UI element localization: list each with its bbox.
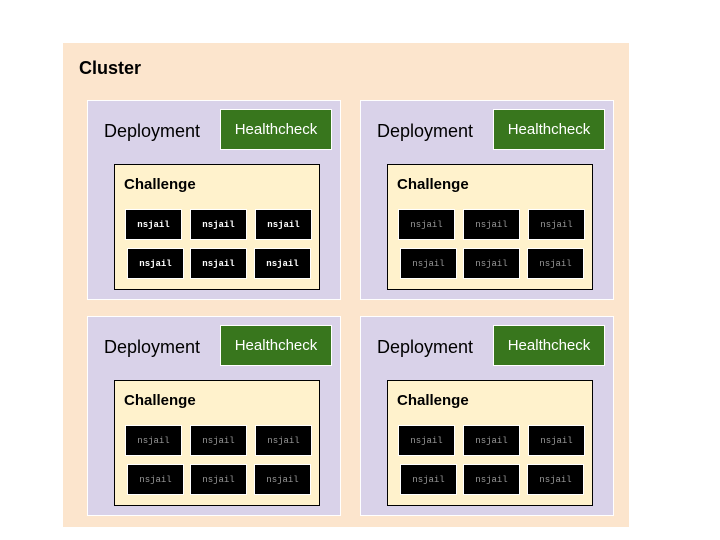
cluster-title: Cluster bbox=[79, 58, 142, 78]
nsjail-box: nsjail bbox=[528, 425, 585, 456]
nsjail-box: nsjail bbox=[400, 248, 457, 279]
deployment-box: Deployment Healthcheck Challenge nsjail … bbox=[87, 316, 341, 516]
nsjail-box: nsjail bbox=[127, 248, 184, 279]
nsjail-box: nsjail bbox=[463, 464, 520, 495]
challenge-box: Challenge nsjail nsjail nsjail nsjail ns… bbox=[387, 380, 593, 506]
nsjail-box: nsjail bbox=[254, 464, 311, 495]
nsjail-box: nsjail bbox=[527, 248, 584, 279]
challenge-label: Challenge bbox=[397, 392, 469, 409]
deployment-label: Deployment bbox=[104, 121, 201, 141]
challenge-label: Challenge bbox=[124, 176, 196, 193]
healthcheck-box: Healthcheck bbox=[220, 325, 332, 366]
nsjail-box: nsjail bbox=[463, 209, 520, 240]
deployment-box: Deployment Healthcheck Challenge nsjail … bbox=[87, 100, 341, 300]
challenge-box: Challenge nsjail nsjail nsjail nsjail ns… bbox=[387, 164, 593, 290]
healthcheck-box: Healthcheck bbox=[220, 109, 332, 150]
nsjail-box: nsjail bbox=[398, 209, 455, 240]
nsjail-box: nsjail bbox=[400, 464, 457, 495]
nsjail-box: nsjail bbox=[398, 425, 455, 456]
nsjail-box: nsjail bbox=[463, 248, 520, 279]
nsjail-box: nsjail bbox=[190, 425, 247, 456]
nsjail-box: nsjail bbox=[527, 464, 584, 495]
healthcheck-box: Healthcheck bbox=[493, 109, 605, 150]
healthcheck-box: Healthcheck bbox=[493, 325, 605, 366]
nsjail-box: nsjail bbox=[528, 209, 585, 240]
nsjail-box: nsjail bbox=[254, 248, 311, 279]
nsjail-box: nsjail bbox=[127, 464, 184, 495]
nsjail-box: nsjail bbox=[255, 425, 312, 456]
challenge-label: Challenge bbox=[124, 392, 196, 409]
challenge-box: Challenge nsjail nsjail nsjail nsjail ns… bbox=[114, 380, 320, 506]
nsjail-box: nsjail bbox=[255, 209, 312, 240]
deployment-label: Deployment bbox=[377, 337, 474, 357]
challenge-label: Challenge bbox=[397, 176, 469, 193]
deployment-box: Deployment Healthcheck Challenge nsjail … bbox=[360, 316, 614, 516]
deployment-box: Deployment Healthcheck Challenge nsjail … bbox=[360, 100, 614, 300]
challenge-box: Challenge nsjail nsjail nsjail nsjail ns… bbox=[114, 164, 320, 290]
deployment-label: Deployment bbox=[377, 121, 474, 141]
nsjail-box: nsjail bbox=[190, 464, 247, 495]
nsjail-box: nsjail bbox=[125, 425, 182, 456]
nsjail-box: nsjail bbox=[125, 209, 182, 240]
cluster: Cluster Deployment Healthcheck Challenge… bbox=[63, 43, 629, 527]
nsjail-box: nsjail bbox=[463, 425, 520, 456]
nsjail-box: nsjail bbox=[190, 209, 247, 240]
deployment-label: Deployment bbox=[104, 337, 201, 357]
nsjail-box: nsjail bbox=[190, 248, 247, 279]
